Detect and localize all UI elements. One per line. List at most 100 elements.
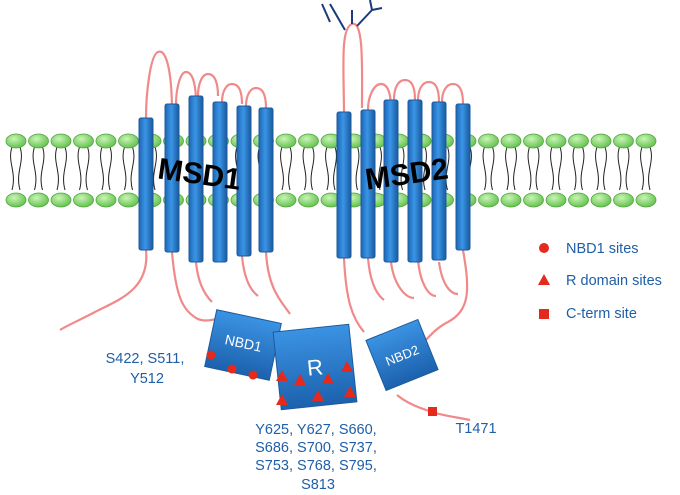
legend-circle-icon [539,243,549,253]
lipid-head [478,192,499,208]
lipid-head [523,133,544,149]
lipid-head [545,192,567,208]
msd1-extracellular-loops [144,50,268,119]
lipid-head [118,192,139,208]
lipid-tail [122,146,135,191]
lipid-head [50,133,72,149]
transmembrane-helix [336,111,352,259]
legend-nbd1-label: NBD1 sites [566,241,639,257]
lipid-head [298,133,319,149]
transmembrane-helix [431,101,447,261]
lipid-tail [280,146,292,191]
transmembrane-helix [258,107,274,253]
nbd1-site-marker [206,350,216,360]
r-sites-text: Y625, Y627, S660, S686, S700, S737, S753… [255,422,381,493]
lipid-tail [640,146,652,191]
nbd1-site-markers [206,350,258,380]
r-site-marker [341,361,353,372]
lipid-tail [527,146,540,191]
lipid-tail [10,146,22,191]
r-sites-line: S686, S700, S737, [255,440,377,456]
r-site-marker [276,394,288,405]
lipid-tail [595,146,607,191]
lipid-head [523,192,544,208]
lipid-tail [100,146,112,191]
lipid-head [500,133,522,149]
legend-cterm-label: C-term site [566,306,637,322]
lipid-head [635,133,657,149]
lipid-head [118,133,139,149]
r-site-marker [312,390,324,401]
lipid-head [613,192,634,208]
nbd1-site-marker [227,364,237,374]
lipid-head [73,133,94,149]
r-sites-line: Y625, Y627, S660, [255,422,376,438]
lipid-tail [325,146,337,191]
lipid-bilayer [5,133,657,208]
lipid-head [500,192,522,208]
legend-r-label: R domain sites [566,273,662,289]
legend: NBD1 sites R domain sites C-term site [538,241,662,322]
lipid-head [568,133,589,149]
lipid-tail [55,146,67,191]
r-site-markers [276,361,356,405]
lipid-tail [617,146,630,191]
lipid-head [590,133,612,149]
r-label: R [306,354,324,381]
lipid-head [28,133,49,149]
nbd1-sites-line: Y512 [130,371,164,387]
lipid-head [478,133,499,149]
lipid-head [50,192,72,208]
lipid-head [5,133,27,149]
transmembrane-helix [383,99,399,263]
nbd1-sites-text: S422, S511, Y512 [106,351,189,387]
lipid-tail [505,146,517,191]
transmembrane-helix [360,109,376,259]
lipid-head [5,192,27,208]
lipid-tail [550,146,562,191]
lipid-head [95,133,117,149]
msd1-helices [138,95,274,263]
lipid-head [28,192,49,208]
lipid-head [545,133,567,149]
nbd1-site-marker [248,370,258,380]
msd2-helices [336,99,471,263]
lipid-head [590,192,612,208]
nbd2-domain: NBD2 [365,318,439,392]
transmembrane-helix [407,99,423,263]
transmembrane-helix [188,95,204,263]
transmembrane-helix [138,117,154,251]
nbd1-sites-line: S422, S511, [106,351,185,367]
transmembrane-helix [236,105,252,257]
lipid-head [275,133,297,149]
lipid-head [568,192,589,208]
transmembrane-helix [212,101,228,263]
transmembrane-helix [455,103,471,251]
lipid-tail [482,146,495,191]
r-sites-line: S753, S768, S795, [255,458,377,474]
transmembrane-helix [164,103,180,253]
glycosylation-icon [321,0,383,31]
lipid-head [73,192,94,208]
nbd1-label: NBD1 [223,331,263,354]
lipid-tail [32,146,45,191]
c-term-site-marker [428,407,437,416]
r-site-marker [322,373,334,384]
lipid-tail [77,146,90,191]
r-sites-line: S813 [301,477,335,493]
lipid-head [95,192,117,208]
lipid-head [613,133,634,149]
lipid-head [275,192,297,208]
r-site-marker [344,386,356,397]
r-site-marker [294,374,306,385]
lipid-tail [302,146,315,191]
nbd1-domain: NBD1 [204,309,282,381]
legend-square-icon [539,309,549,319]
r-site-marker [276,370,288,381]
c-term-site-text: T1471 [455,421,496,437]
r-domain: R [272,323,358,411]
legend-triangle-icon [538,274,550,285]
lipid-head [298,192,319,208]
lipid-tail [572,146,585,191]
